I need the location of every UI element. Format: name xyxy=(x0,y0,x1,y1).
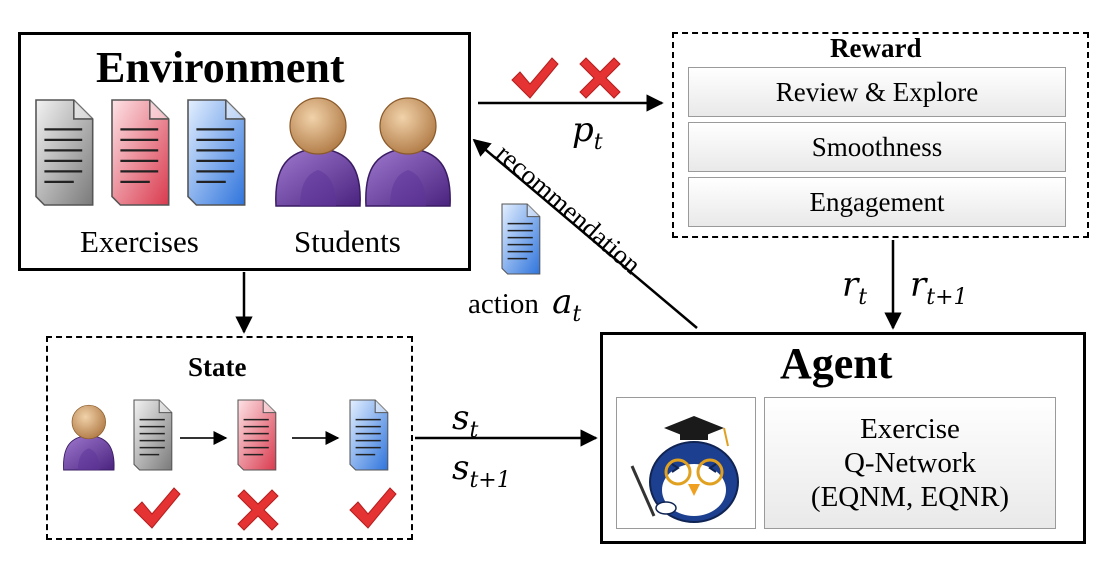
students-label: Students xyxy=(294,224,401,259)
check-icon-top xyxy=(511,57,559,99)
document-icon-gray xyxy=(34,98,94,207)
reward-item-engagement: Engagement xyxy=(688,177,1066,227)
robot-mascot-icon xyxy=(630,416,739,523)
student-icon-2 xyxy=(365,97,451,207)
student-icon-1 xyxy=(275,97,361,207)
environment-title: Environment xyxy=(96,43,345,92)
document-icon-red xyxy=(110,98,170,207)
state-document-icon-blue xyxy=(349,399,389,471)
state-document-icon-gray xyxy=(133,399,173,471)
q-network-line-3: (EQNM, EQNR) xyxy=(810,481,1010,513)
state-box xyxy=(46,336,413,540)
r-t-label: rt xyxy=(842,265,868,310)
r-t1-label: rt+1 xyxy=(910,265,968,310)
p-t-label: pt xyxy=(572,110,603,155)
state-check-icon-2 xyxy=(349,487,397,529)
state-title: State xyxy=(188,352,247,382)
q-network-line-1: Exercise xyxy=(860,413,960,445)
cross-icon-top xyxy=(579,57,621,99)
action-label: action at xyxy=(468,282,582,327)
reward-box xyxy=(672,32,1089,238)
action-document-icon xyxy=(501,203,541,275)
s-t-label: st xyxy=(452,398,479,443)
state-document-icon-red xyxy=(237,399,277,471)
agent-box xyxy=(600,332,1086,544)
state-cross-icon xyxy=(237,489,279,531)
state-check-icon-1 xyxy=(133,487,181,529)
reward-item-smoothness: Smoothness xyxy=(688,122,1066,172)
s-t1-label: st+1 xyxy=(452,448,511,493)
exercises-label: Exercises xyxy=(80,224,199,259)
state-student-icon xyxy=(63,404,115,471)
reward-item-review-explore: Review & Explore xyxy=(688,67,1066,117)
environment-box xyxy=(18,32,471,271)
q-network-line-2: Q-Network xyxy=(843,447,977,479)
q-network-box: Exercise Q-Network (EQNM, EQNR) xyxy=(764,397,1056,529)
reward-title: Reward xyxy=(830,33,922,63)
agent-title: Agent xyxy=(780,339,893,388)
document-icon-blue xyxy=(186,98,246,207)
